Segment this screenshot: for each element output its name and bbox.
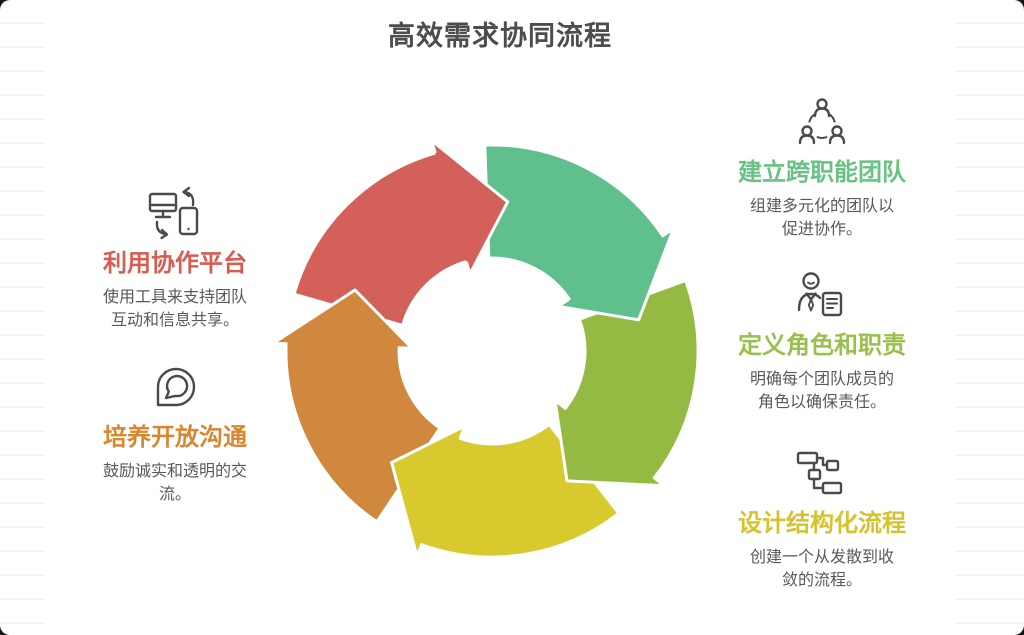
devices-sync-icon bbox=[147, 186, 203, 242]
section-communication: 培养开放沟通 鼓励诚实和透明的交流。 bbox=[65, 360, 285, 506]
section-heading: 设计结构化流程 bbox=[738, 510, 906, 537]
cycle-arrow-green bbox=[483, 143, 676, 322]
content-card: 高效需求协同流程 利用协作平台 使 bbox=[44, 0, 956, 635]
team-icon bbox=[794, 95, 850, 151]
section-body: 创建一个从发散到收敛的流程。 bbox=[749, 548, 894, 589]
cycle-diagram bbox=[271, 131, 712, 571]
section-body: 鼓励诚实和透明的交流。 bbox=[102, 462, 247, 503]
chat-bubble-icon bbox=[147, 360, 203, 416]
cycle-arrows bbox=[271, 139, 700, 559]
section-process: 设计结构化流程 创建一个从发散到收敛的流程。 bbox=[712, 446, 932, 592]
section-body: 使用工具来支持团队互动和信息共享。 bbox=[102, 288, 247, 329]
section-body: 明确每个团队成员的角色以确保责任。 bbox=[749, 370, 894, 411]
flowchart-icon bbox=[794, 446, 850, 502]
section-heading: 定义角色和职责 bbox=[738, 332, 906, 359]
cycle-arrow-olive bbox=[553, 279, 700, 488]
section-roles: 定义角色和职责 明确每个团队成员的角色以确保责任。 bbox=[712, 268, 932, 414]
section-team: 建立跨职能团队 组建多元化的团队以促进协作。 bbox=[712, 95, 932, 241]
section-platform: 利用协作平台 使用工具来支持团队互动和信息共享。 bbox=[65, 186, 285, 332]
section-heading: 培养开放沟通 bbox=[103, 424, 247, 451]
section-heading: 建立跨职能团队 bbox=[738, 159, 906, 186]
person-document-icon bbox=[794, 268, 850, 324]
page-title: 高效需求协同流程 bbox=[388, 21, 612, 51]
cycle-arrow-red-head bbox=[430, 139, 510, 276]
section-body: 组建多元化的团队以促进协作。 bbox=[749, 197, 894, 238]
section-heading: 利用协作平台 bbox=[103, 250, 247, 277]
